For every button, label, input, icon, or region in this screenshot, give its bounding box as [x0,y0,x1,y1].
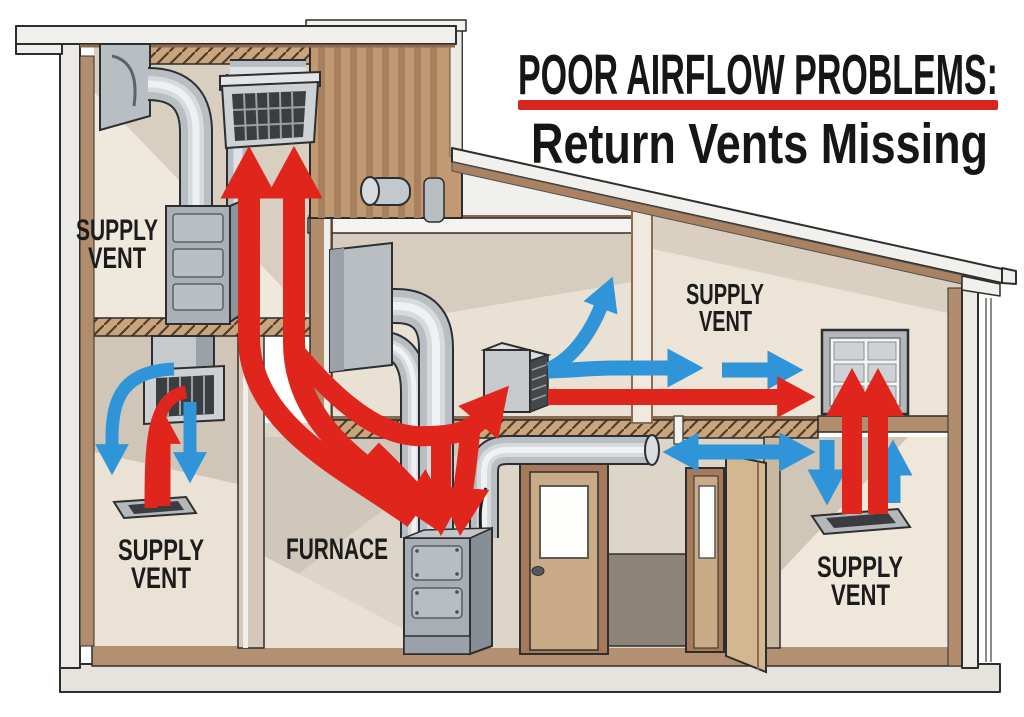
label-upper-right-supply: SUPPLY [686,279,764,311]
right-floor-band [817,415,965,433]
label-upper-left-supply: SUPPLY [76,214,158,247]
label-furnace: FURNACE [286,533,388,566]
dark-alcove [607,553,689,647]
label-lower-right-vent: VENT [831,579,890,612]
duct-stub-attic [360,176,445,223]
return-arrow-lower-left-arc [95,362,175,476]
door-window [539,485,589,559]
label-lower-left-supply: SUPPLY [118,534,204,567]
right-soffit [961,275,1001,297]
supply-airflow-arrows [144,145,905,536]
window [820,328,910,416]
label-lower-left-vent: VENT [131,562,191,595]
wall-register-center [480,341,552,414]
floor-vent-lower-right [810,507,912,536]
duct-elbow-big-center [344,288,454,538]
duct-elbow-upper-left [147,67,213,208]
label-lower-right-supply: SUPPLY [817,551,903,584]
title-line-2: Return Vents Missing [531,112,988,176]
center-floor-beam [332,416,818,420]
corner-plenum-box [99,43,151,132]
furnace-room-light [264,556,440,648]
panel-screws [415,548,459,615]
partition-trim [243,336,248,648]
duct-hanger-strap [673,415,684,445]
center-ceiling-board [307,217,645,234]
supply-arrow-furnace-1 [365,442,451,518]
left-exterior-wall [59,41,81,669]
center-plenum-shade [330,248,344,372]
equipment [112,70,912,656]
label-upper-right-vent: VENT [699,306,752,338]
air-handler-unit [165,196,249,325]
right-wall-stud [947,287,963,667]
right-exterior-wall [961,281,979,669]
plenum-vane [111,54,137,107]
title-line-1: POOR AIRFLOW PROBLEMS: [518,43,998,107]
upper-right-room-shadow [648,205,962,316]
annotations: POOR AIRFLOW PROBLEMS: Return Vents Miss… [76,43,998,612]
door-2-window [698,485,716,559]
label-upper-left-vent: VENT [88,242,146,275]
supply-arrow-upleft-1 [220,145,421,527]
return-airflow-arrows [95,276,913,506]
left-wall-stud [79,55,95,647]
center-wall-trim [324,34,330,424]
supply-arrow-furnace-3 [437,431,490,536]
furnace-unit [403,526,493,656]
open-door [725,453,767,674]
ceiling-vent [219,70,321,150]
right-eave-end [1001,267,1017,285]
return-arrow-right-1 [547,348,704,388]
title-underline [518,100,998,110]
foundation-slab [59,663,1001,693]
supply-arrow-to-register [289,347,509,447]
left-fascia [15,25,457,45]
door-knob [531,566,545,576]
ceiling-beam [308,215,644,219]
duct-branch-right [469,434,660,538]
